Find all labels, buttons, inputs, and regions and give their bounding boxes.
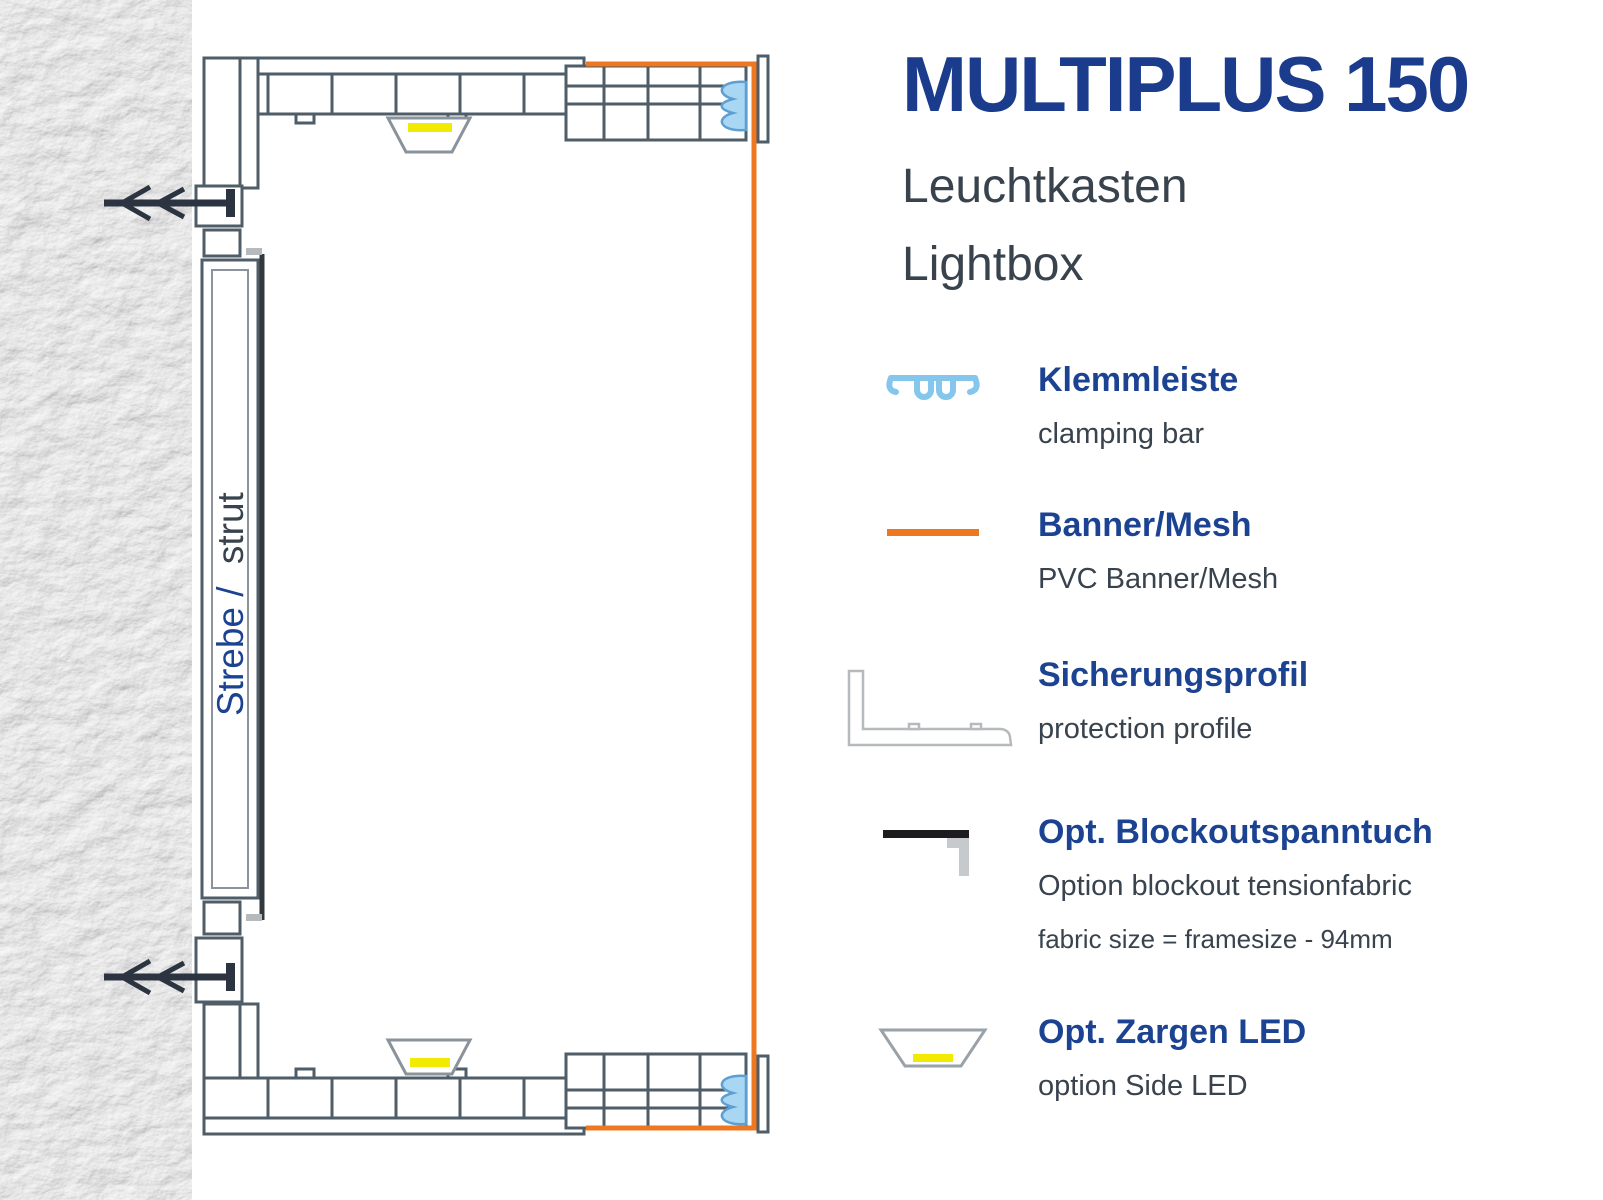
legend-item-side-led: Opt. Zargen LED option Side LED [828, 1012, 1548, 1104]
legend-label-de: Klemmleiste [1038, 361, 1239, 399]
frame-profiles [194, 54, 770, 1136]
legend-item-blockout: Opt. Blockoutspanntuch Option blockout t… [828, 812, 1548, 955]
legend-item-clamping-bar: Klemmleiste clamping bar [828, 360, 1548, 452]
wall-texture [0, 0, 192, 1200]
banner-mesh-line [586, 61, 757, 1131]
legend-label-en: PVC Banner/Mesh [1038, 562, 1279, 595]
legend-note: fabric size = framesize - 94mm [1038, 923, 1393, 954]
banner-mesh-line-icon [828, 513, 1038, 553]
clamping-bar-bottom [720, 1074, 748, 1126]
info-panel: MULTIPLUS 150 Leuchtkasten Lightbox [902, 40, 1562, 303]
side-led-bottom-light [410, 1058, 450, 1067]
legend-item-banner-mesh: Banner/Mesh PVC Banner/Mesh [828, 505, 1548, 597]
subtitle-en: Lightbox [902, 237, 1084, 291]
strut-label-de: Strebe / [210, 586, 251, 716]
legend-item-protection-profile: Sicherungsprofil protection profile [828, 655, 1548, 751]
wall-anchor-top [104, 184, 235, 222]
legend-label-de: Banner/Mesh [1038, 506, 1252, 544]
strut-label: Strebe / strut [210, 491, 251, 716]
subtitle-de: Leuchtkasten [902, 159, 1188, 213]
protection-profile-icon [828, 667, 1038, 751]
strut-label-en: strut [210, 491, 251, 564]
strut-inner-line [211, 269, 249, 889]
blockout-fabric-line [246, 248, 265, 921]
legend-label-en: clamping bar [1038, 417, 1205, 450]
legend-label-en: protection profile [1038, 712, 1253, 745]
wall-anchor-bottom [104, 958, 235, 996]
legend-label-de: Opt. Blockoutspanntuch [1038, 813, 1433, 851]
legend-label-en: Option blockout tensionfabric [1038, 869, 1412, 902]
side-led-icon [828, 1024, 1038, 1074]
product-title: MULTIPLUS 150 [902, 40, 1470, 128]
legend-label-de: Opt. Zargen LED [1038, 1013, 1307, 1051]
clamping-bar-icon [828, 370, 1038, 422]
side-led-top-light [408, 123, 452, 132]
technical-drawing: Strebe / strut [0, 0, 770, 1200]
clamping-bar-top [720, 80, 748, 132]
legend-label-en: option Side LED [1038, 1069, 1248, 1102]
legend-label-de: Sicherungsprofil [1038, 656, 1309, 694]
blockout-fabric-icon [828, 826, 1038, 886]
